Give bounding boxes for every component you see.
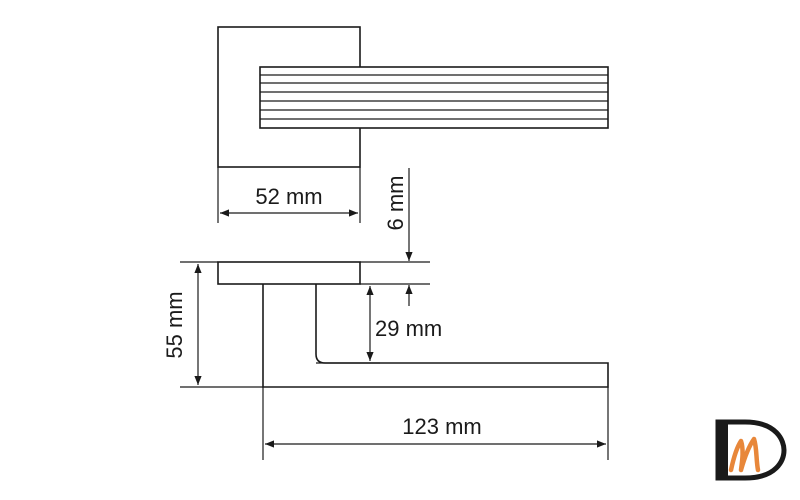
rose-plate-side <box>217 261 361 285</box>
lever-side-profile <box>262 284 609 388</box>
dimension-rose-thickness: 6 mm <box>383 176 408 231</box>
dimension-rose-width: 52 mm <box>255 184 322 209</box>
top-view: 52 mm <box>217 26 609 223</box>
dimension-lever-length: 123 mm <box>402 414 481 439</box>
lever-grip-top <box>259 66 609 129</box>
dimension-lever-clearance: 29 mm <box>375 316 442 341</box>
brand-logo <box>715 419 787 481</box>
dimension-height: 55 mm <box>162 291 187 358</box>
side-view: 6 mm 55 mm 29 mm 123 mm <box>162 168 609 460</box>
